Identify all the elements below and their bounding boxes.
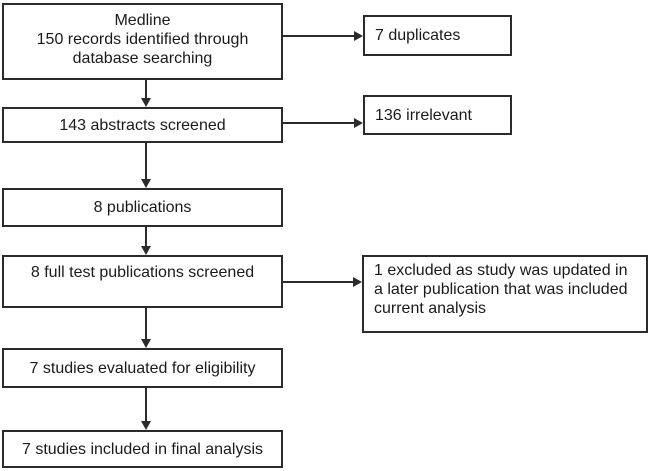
arrow-abstracts-to-publications [145, 143, 147, 179]
box-abstracts-screened-text: 143 abstracts screened [59, 116, 226, 134]
arrow-records-to-abstracts [145, 80, 147, 98]
box-irrelevant-text: 136 irrelevant [375, 106, 472, 124]
arrow-eligibility-to-final [145, 388, 147, 421]
arrow-fulltext-to-eligibility [145, 308, 147, 339]
box-irrelevant: 136 irrelevant [363, 95, 512, 135]
arrow-publications-to-fulltext [145, 227, 147, 246]
box-included-final-analysis-text: 7 studies included in final analysis [21, 440, 264, 458]
arrow-records-to-duplicates [283, 35, 354, 37]
box-evaluated-for-eligibility: 7 studies evaluated for eligibility [2, 348, 283, 388]
box-duplicates: 7 duplicates [363, 15, 512, 56]
arrow-abstracts-to-irrelevant [283, 122, 354, 124]
box-full-text-screened: 8 full test publications screened [2, 255, 283, 308]
box-included-final-analysis: 7 studies included in final analysis [2, 430, 283, 468]
arrow-fulltext-to-excluded [283, 281, 353, 283]
box-records-identified-text: Medline 150 records identified through d… [36, 12, 249, 67]
box-abstracts-screened: 143 abstracts screened [2, 107, 283, 143]
box-duplicates-text: 7 duplicates [375, 27, 461, 44]
box-excluded-updated-study-text: 1 excluded as study was updated in a lat… [374, 262, 628, 317]
box-publications: 8 publications [2, 188, 283, 227]
box-evaluated-for-eligibility-text: 7 studies evaluated for eligibility [29, 359, 256, 377]
box-publications-text: 8 publications [93, 199, 192, 216]
box-full-text-screened-text: 8 full test publications screened [30, 264, 255, 281]
box-excluded-updated-study: 1 excluded as study was updated in a lat… [362, 255, 648, 333]
box-records-identified: Medline 150 records identified through d… [2, 3, 283, 80]
